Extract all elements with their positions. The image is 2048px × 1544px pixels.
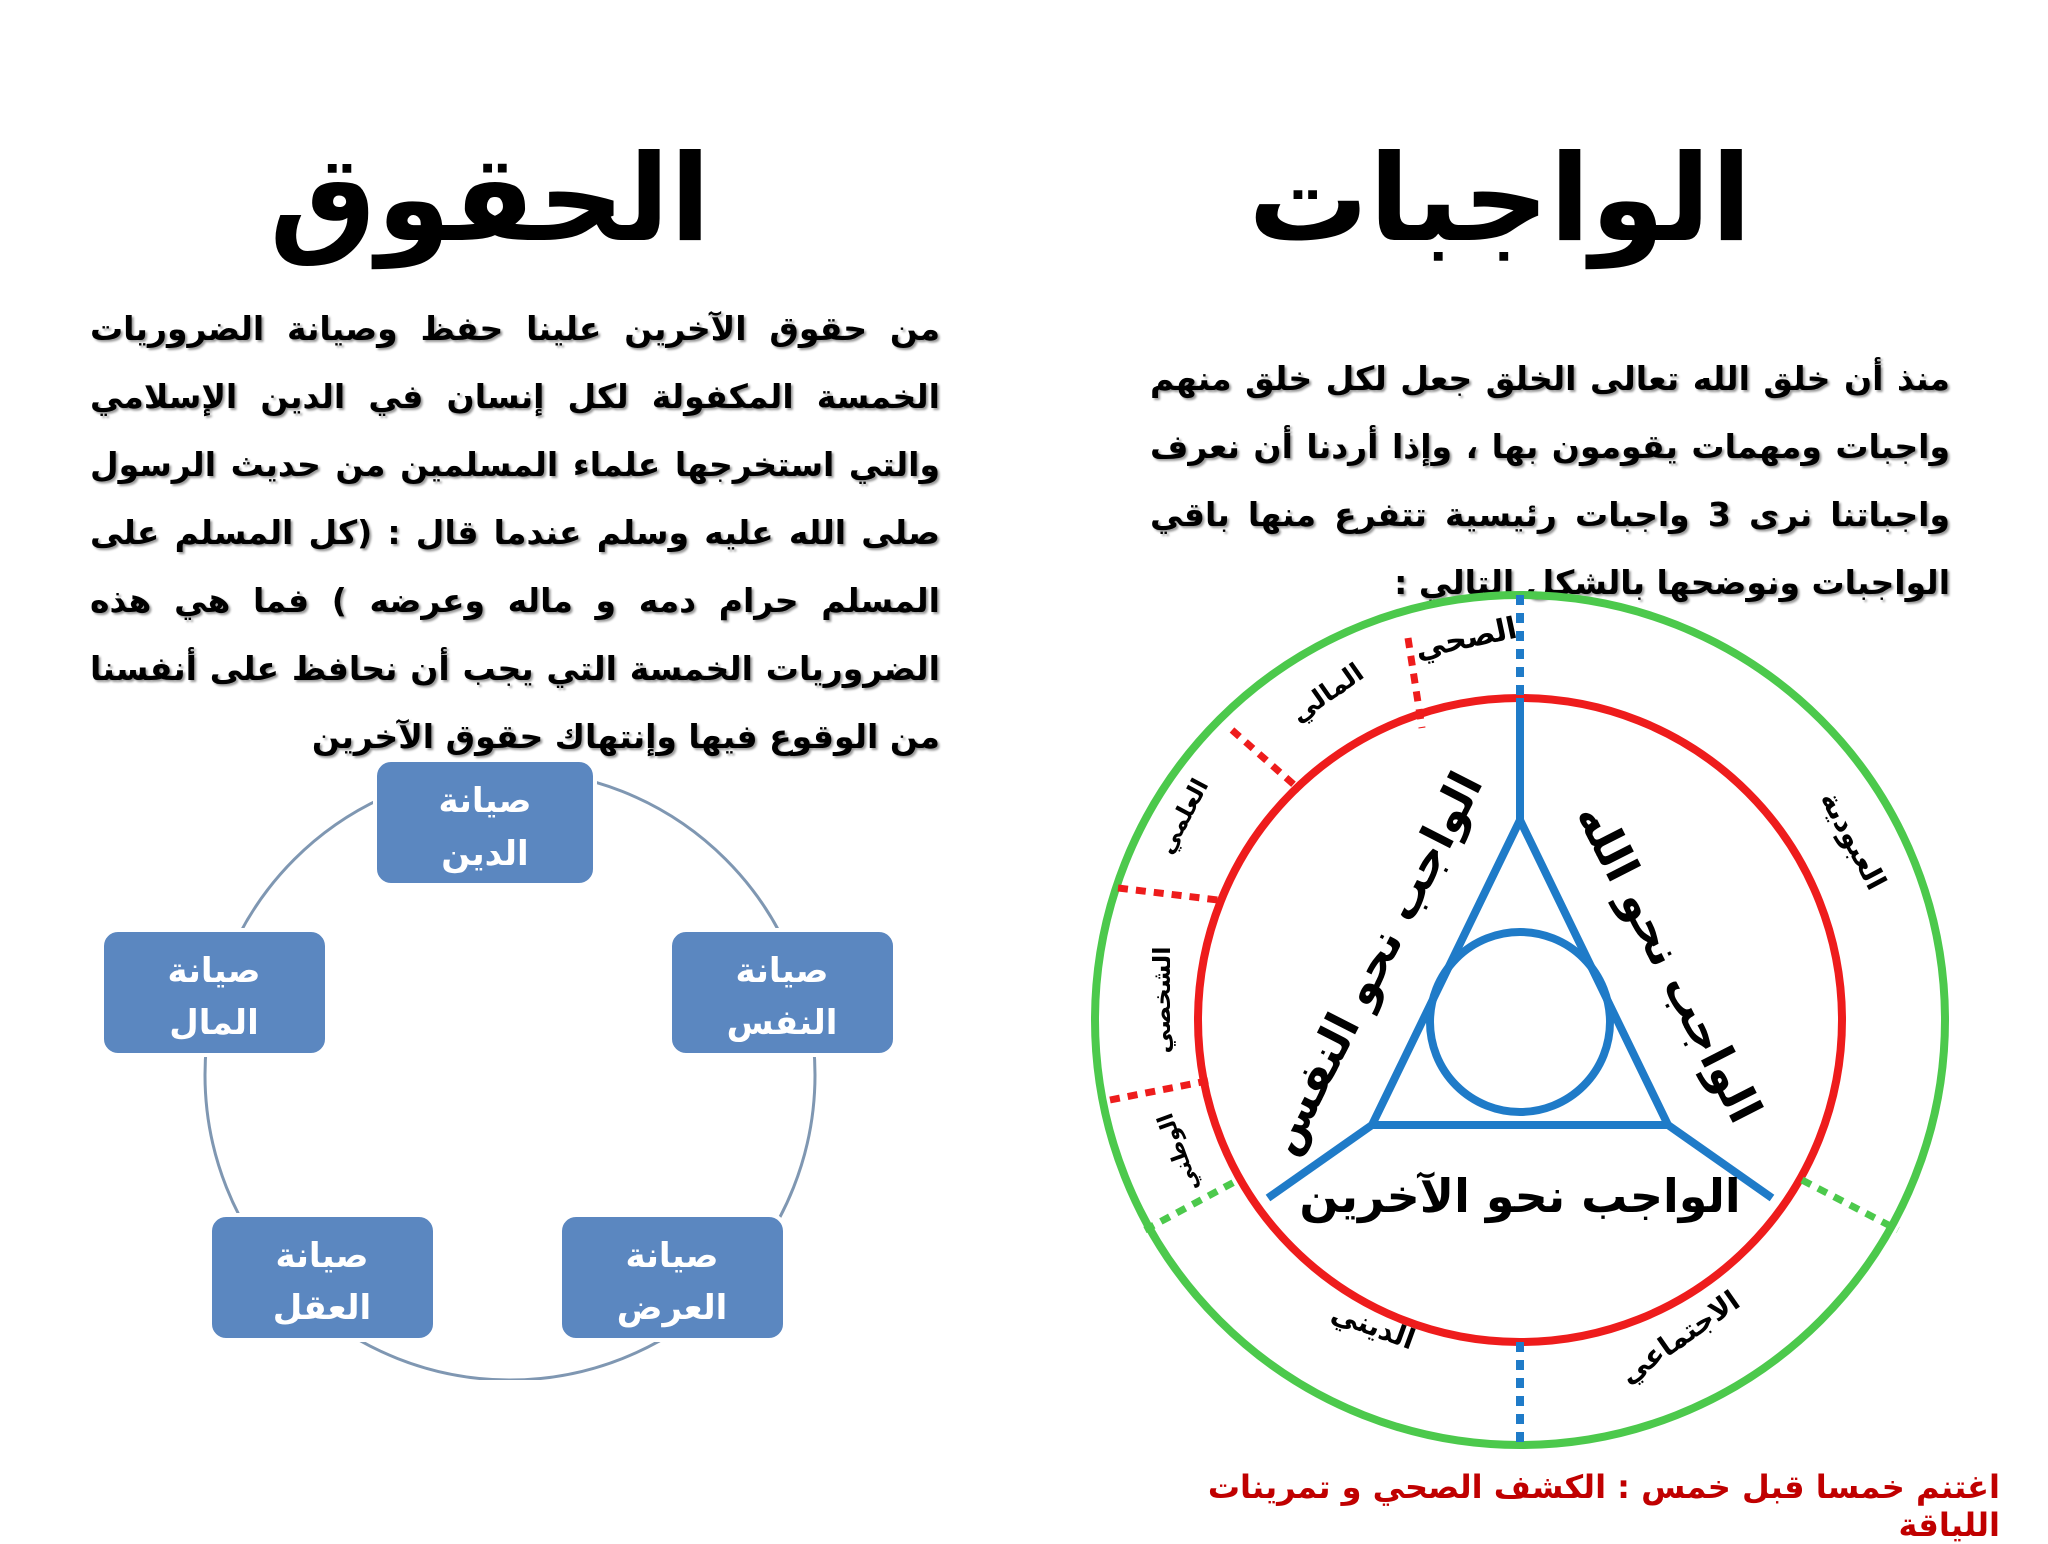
red-separators <box>1109 637 1426 1104</box>
duties-wheel: الواجب نحو الله الواجب نحو النفس الواجب … <box>1091 591 1949 1449</box>
box-label-2: الدين <box>441 834 528 874</box>
rights-paragraph: من حقوق الآخرين علينا حفظ وصيانة الضروري… <box>90 309 940 756</box>
box-label-1: صيانة <box>276 1236 369 1276</box>
box-label-2: العرض <box>617 1288 728 1328</box>
five-necessities-cycle: صيانة الدين صيانة النفس صيانة العرض صيان… <box>100 758 897 1380</box>
green-separators <box>1143 1176 1900 1234</box>
financial-label: المالي <box>1285 658 1369 730</box>
box-label-1: صيانة <box>626 1236 719 1276</box>
box-label-2: العقل <box>273 1288 371 1328</box>
cycle-box-mind: صيانة العقل <box>208 1213 437 1342</box>
box-label-2: النفس <box>727 1003 838 1043</box>
cycle-box-wealth: صيانة المال <box>100 928 329 1057</box>
cycle-box-self: صيانة النفس <box>668 928 897 1057</box>
duty-to-others-label: الواجب نحو الآخرين <box>1299 1169 1740 1223</box>
personal-label: الشخصي <box>1148 947 1176 1054</box>
national-label: الوطني <box>1153 1110 1204 1195</box>
box-label-2: المال <box>169 1003 258 1043</box>
duties-title: الواجبات <box>1248 130 1752 269</box>
box-label-1: صيانة <box>736 951 829 991</box>
duty-to-god-label: الواجب نحو الله <box>1566 794 1773 1131</box>
duties-paragraph: منذ أن خلق الله تعالى الخلق جعل لكل خلق … <box>1150 359 1950 602</box>
box-label-1: صيانة <box>168 951 261 991</box>
footer-note: اغتنم خمسا قبل خمس : الكشف الصحي و تمرين… <box>1207 1468 2000 1544</box>
box-label-1: صيانة <box>439 781 532 821</box>
rights-title: الحقوق <box>269 130 711 269</box>
inner-triangle-figure <box>1265 698 1775 1202</box>
health-label: الصحي <box>1412 611 1520 667</box>
cycle-box-religion: صيانة الدين <box>373 758 597 887</box>
cycle-box-honor: صيانة العرض <box>558 1213 787 1342</box>
